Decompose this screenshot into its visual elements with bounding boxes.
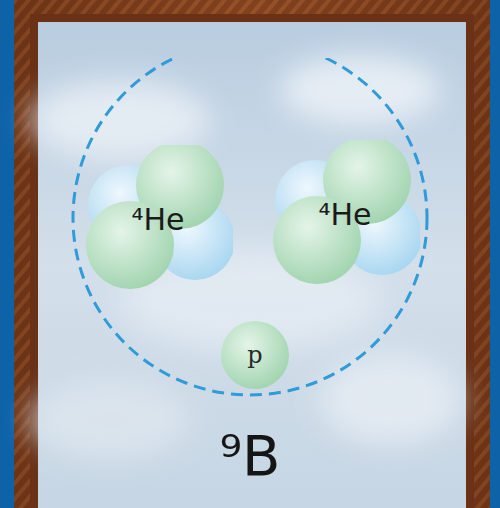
helium-cluster: ⁴He bbox=[83, 145, 233, 295]
helium-label: ⁴He bbox=[270, 140, 420, 290]
nucleus-symbol: ⁹B bbox=[60, 424, 440, 488]
nucleus-outline: ⁹B ⁴He⁴He p bbox=[60, 58, 440, 498]
helium-label: ⁴He bbox=[83, 145, 233, 295]
helium-cluster: ⁴He bbox=[270, 140, 420, 290]
proton-label: p bbox=[220, 320, 290, 390]
proton-sphere: p bbox=[220, 320, 290, 390]
